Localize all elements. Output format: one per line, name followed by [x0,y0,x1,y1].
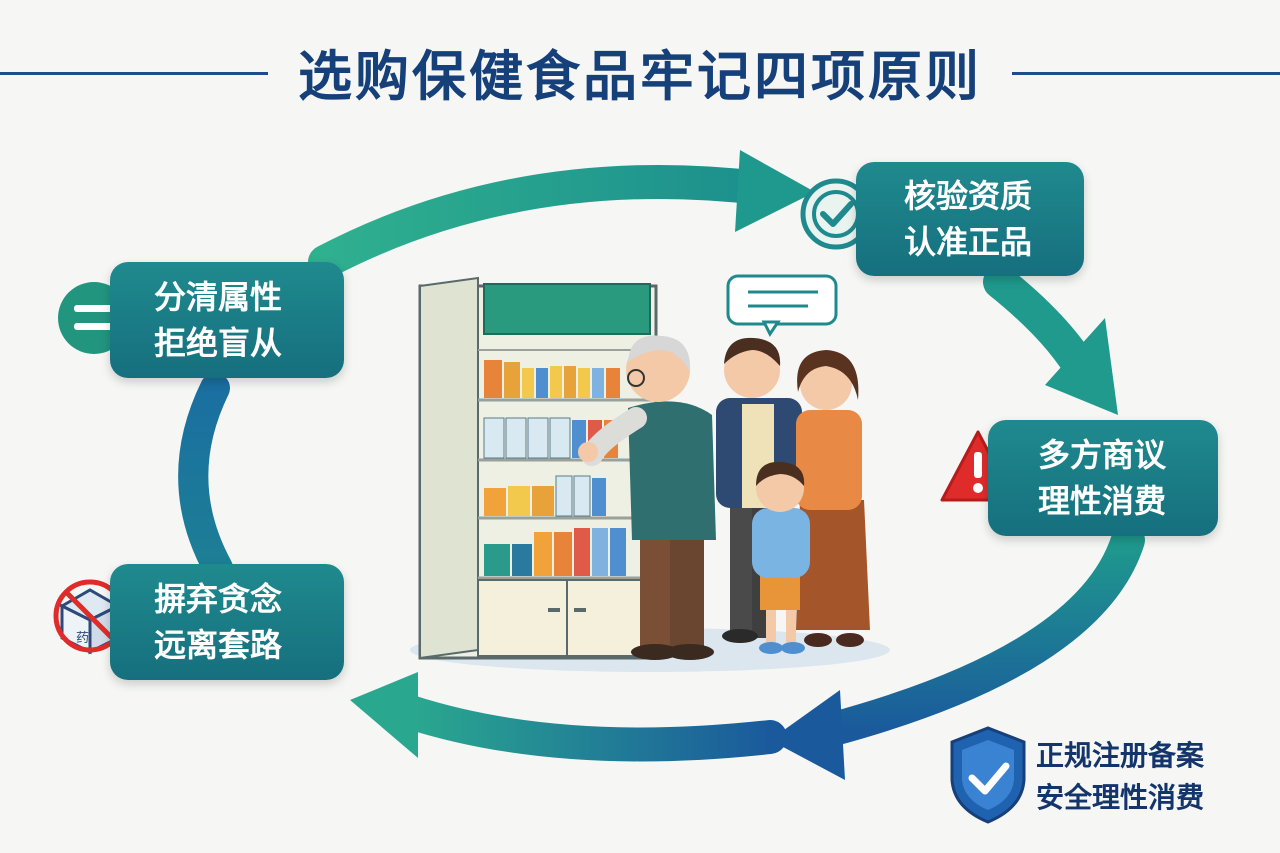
page-title: 选购保健食品牢记四项原则 [298,45,982,108]
principle-card-avoid-traps: 摒弃贪念 远离套路 [110,564,344,680]
badge-line2: 安全理性消费 [1036,781,1205,814]
principle-card-discuss: 多方商议 理性消费 [988,420,1218,536]
title-rule-right [1012,72,1280,75]
supplement-shelf [418,276,658,660]
principle-avoid-line1: 摒弃贪念 [154,580,283,618]
principle-discuss-line1: 多方商议 [1038,436,1167,474]
cycle-arrow-right [770,265,1145,780]
cycle-arrow-left [178,373,233,583]
principle-avoid-line2: 远离套路 [154,626,283,664]
principle-card-verify: 核验资质 认准正品 [856,162,1084,276]
badge-line1: 正规注册备案 [1036,739,1205,772]
elderly-man-figure [578,335,716,660]
shield-badge-text: 正规注册备案 安全理性消费 [1036,735,1204,819]
principle-distinguish-line1: 分清属性 [154,278,283,316]
principle-verify-line2: 认准正品 [904,223,1033,261]
title-rule-left [0,72,268,75]
principle-verify-line1: 核验资质 [904,177,1033,215]
speech-bubble [726,274,838,337]
principle-discuss-line2: 理性消费 [1038,482,1167,520]
shelf-sign [483,283,651,335]
cycle-arrow-bottom [350,672,787,762]
mother-figure [796,350,870,647]
cycle-arrow-top [308,150,815,279]
principle-card-distinguish: 分清属性 拒绝盲从 [110,262,344,378]
principle-distinguish-line2: 拒绝盲从 [154,324,283,362]
shield-check-icon [950,726,1026,824]
medicine-box-label: 药 [76,631,89,646]
child-figure [752,461,810,654]
